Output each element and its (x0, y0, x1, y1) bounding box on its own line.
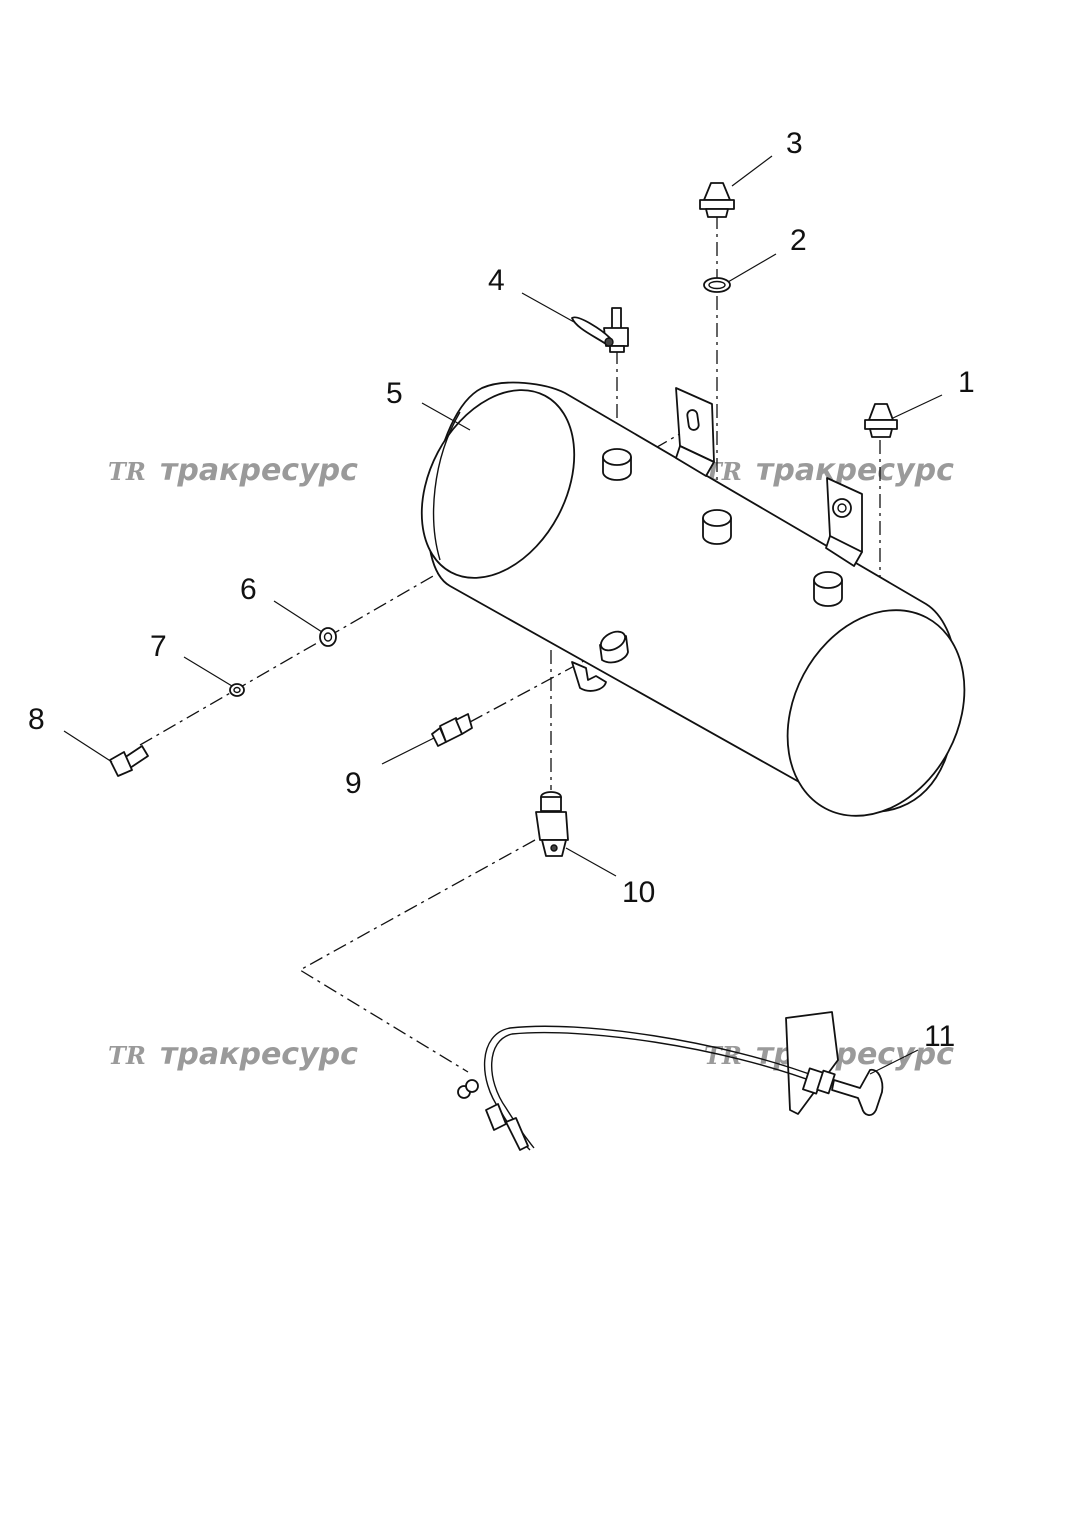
air-tank (420, 381, 966, 817)
valve-10 (535, 791, 569, 857)
watermark-text: тракресурс (160, 1037, 358, 1072)
tank-boss-port-4 (602, 448, 632, 481)
fitting-1 (864, 403, 898, 438)
callout-5: 5 (386, 377, 403, 410)
tank-mounting-bracket-left (675, 387, 715, 477)
leader-10 (565, 847, 617, 877)
leader-lines (63, 155, 943, 1075)
leader-4 (521, 292, 575, 323)
tank-bottom-hook (571, 661, 607, 692)
fitting-3 (699, 182, 735, 218)
sensor-plug-9 (431, 713, 473, 747)
callout-8: 8 (28, 703, 45, 736)
watermark-logo: TR (108, 457, 146, 486)
callout-7: 7 (150, 630, 167, 663)
washer-6 (319, 627, 337, 647)
leader-2 (727, 253, 777, 283)
drain-valve-4 (571, 307, 629, 353)
callout-6: 6 (240, 573, 257, 606)
callout-3: 3 (786, 127, 803, 160)
tank-mounting-bracket-right (825, 477, 863, 567)
callout-4: 4 (488, 264, 505, 297)
watermark-top-left: TR тракресурс (108, 453, 358, 488)
leader-8 (63, 730, 113, 763)
tank-boss-port-1 (813, 571, 843, 607)
watermark-text: тракресурс (160, 453, 358, 488)
tank-boss-port-9 (599, 630, 629, 664)
callout-9: 9 (345, 767, 362, 800)
leader-11 (869, 1049, 919, 1075)
leader-1 (892, 394, 943, 419)
leader-3 (731, 155, 773, 187)
watermark-logo: TR (108, 1041, 146, 1070)
callout-10: 10 (622, 876, 655, 909)
o-ring-2 (703, 277, 731, 293)
control-cable-11 (457, 1011, 884, 1151)
bolt-8 (109, 745, 149, 777)
watermark-text: тракресурс (756, 453, 954, 488)
callout-numbers: 1 2 3 4 5 6 7 8 9 10 11 (28, 127, 975, 1053)
callout-2: 2 (790, 224, 807, 257)
leader-6 (273, 600, 323, 633)
leader-5 (421, 402, 471, 431)
watermark-bottom-left: TR тракресурс (108, 1037, 358, 1072)
callout-1: 1 (958, 366, 975, 399)
watermark-top-right: TR тракресурс (704, 453, 954, 488)
tank-boss-port-3 (702, 509, 732, 545)
leader-7 (183, 656, 233, 687)
lock-washer-7 (229, 683, 245, 697)
leader-9 (381, 737, 435, 765)
callout-11: 11 (924, 1020, 955, 1053)
